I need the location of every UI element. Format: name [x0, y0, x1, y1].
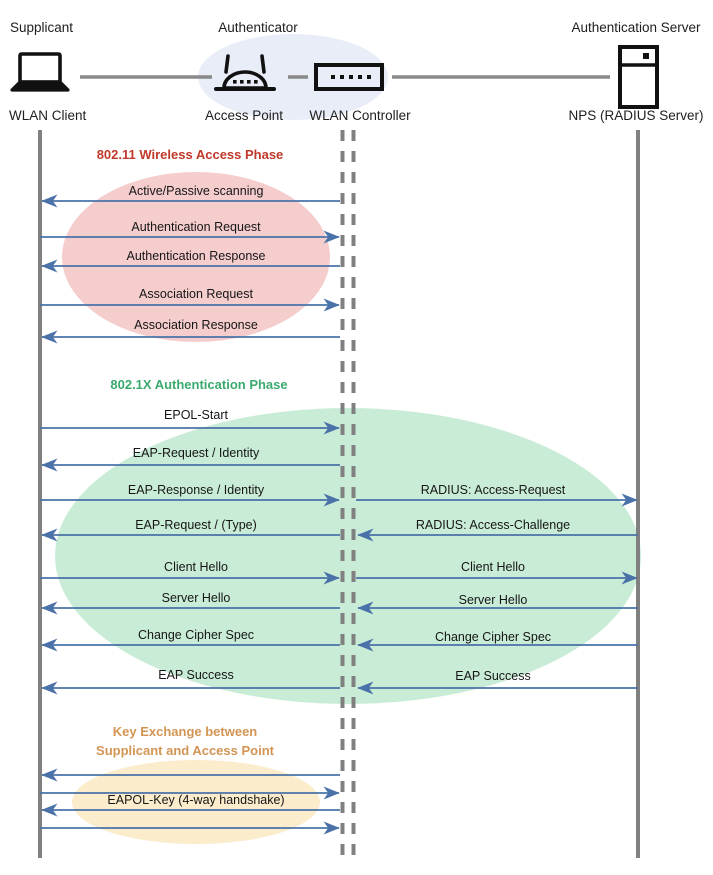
device-label-access-point: Access Point — [204, 108, 284, 123]
message-label-radius-access-challenge: RADIUS: Access-Challenge — [415, 518, 571, 532]
message-label-active-passive-scanning: Active/Passive scanning — [128, 184, 264, 198]
lifelines — [38, 130, 640, 858]
message-label-eap-response-identity: EAP-Response / Identity — [127, 483, 265, 497]
message-label-eap-success-left: EAP Success — [158, 668, 234, 682]
phase-title-key-exchange: Key Exchange between Supplicant and Acce… — [96, 722, 274, 760]
message-label-eap-success-right: EAP Success — [455, 669, 531, 683]
role-label-authenticator: Authenticator — [218, 20, 298, 35]
device-label-wlan-controller: WLAN Controller — [309, 108, 411, 123]
message-label-change-cipher-spec-right: Change Cipher Spec — [434, 630, 552, 644]
message-label-server-hello-right: Server Hello — [458, 593, 528, 607]
wireless-router-icon — [214, 54, 276, 91]
message-label-eap-request-identity: EAP-Request / Identity — [132, 446, 260, 460]
message-label-authentication-request: Authentication Request — [131, 220, 261, 234]
message-label-server-hello-left: Server Hello — [161, 591, 231, 605]
device-label-wlan-client: WLAN Client — [9, 108, 87, 123]
role-label-authentication-server: Authentication Server — [571, 20, 701, 35]
message-label-client-hello-right: Client Hello — [461, 560, 525, 574]
ellipse-phase-80211 — [62, 172, 330, 342]
message-label-epol-start: EPOL-Start — [164, 408, 228, 422]
message-label-change-cipher-spec-left: Change Cipher Spec — [137, 628, 255, 642]
phase-background-ellipses — [55, 172, 641, 844]
network-switch-icon — [314, 63, 384, 91]
ellipse-phase-key-exchange — [72, 760, 320, 844]
message-label-association-request: Association Request — [139, 287, 253, 301]
message-label-radius-access-request: RADIUS: Access-Request — [420, 483, 566, 497]
laptop-icon — [10, 52, 70, 92]
server-rack-icon — [618, 45, 659, 109]
phase-title-key-exchange-line1: Key Exchange between — [112, 724, 258, 739]
message-label-eap-request-type: EAP-Request / (Type) — [135, 518, 257, 532]
message-label-authentication-response: Authentication Response — [126, 249, 266, 263]
message-label-client-hello-left: Client Hello — [164, 560, 228, 574]
ellipse-phase-8021x — [55, 408, 641, 704]
message-label-association-response: Association Response — [134, 318, 258, 332]
phase-title-80211: 802.11 Wireless Access Phase — [96, 147, 284, 162]
role-label-supplicant: Supplicant — [10, 20, 74, 35]
phase-title-key-exchange-line2: Supplicant and Access Point — [96, 743, 274, 758]
device-label-nps-radius-server: NPS (RADIUS Server) — [568, 108, 704, 123]
phase-title-8021x: 802.1X Authentication Phase — [110, 377, 288, 392]
message-arrows — [40, 194, 638, 835]
message-label-eapol-key-handshake: EAPOL-Key (4-way handshake) — [107, 793, 285, 807]
